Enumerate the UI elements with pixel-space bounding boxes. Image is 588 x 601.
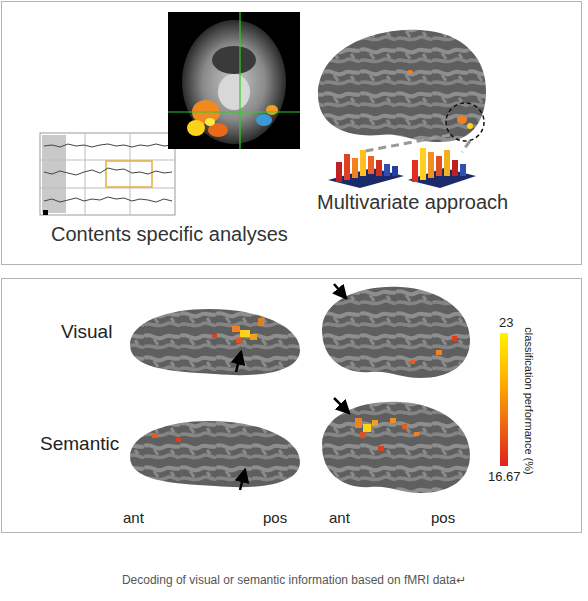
scale-title: classification performance (%) xyxy=(523,327,536,474)
brain-visual-ventral xyxy=(130,309,300,375)
axis-label: pos xyxy=(263,509,287,526)
bottom-panel: VisualSemantic ant pos ant pos 23 16.67classif… xyxy=(1,278,582,533)
inflated-brain xyxy=(318,30,486,152)
brain-semantic-ventral xyxy=(130,421,300,490)
panel-heading: Multivariate approach xyxy=(317,191,508,214)
row-label: Semantic xyxy=(40,433,119,455)
scale-min: 16.67 xyxy=(488,470,521,485)
axis-label: ant xyxy=(123,509,144,526)
brain-visual-lateral xyxy=(322,284,470,378)
fmri-slice xyxy=(168,12,300,149)
panel-heading: Contents specific analyses xyxy=(51,223,288,246)
timeseries-chart xyxy=(40,133,175,215)
bar-plots xyxy=(328,148,476,188)
top-panel: Contents specific analyses Multivariate a… xyxy=(1,1,582,265)
axis-label: pos xyxy=(431,509,455,526)
brain-semantic-lateral xyxy=(322,398,470,493)
axis-label: ant xyxy=(329,509,350,526)
scale-max: 23 xyxy=(499,316,513,331)
figure-caption: Decoding of visual or semantic informati… xyxy=(0,573,588,587)
colour-bar xyxy=(500,333,508,466)
row-label: Visual xyxy=(61,321,112,343)
